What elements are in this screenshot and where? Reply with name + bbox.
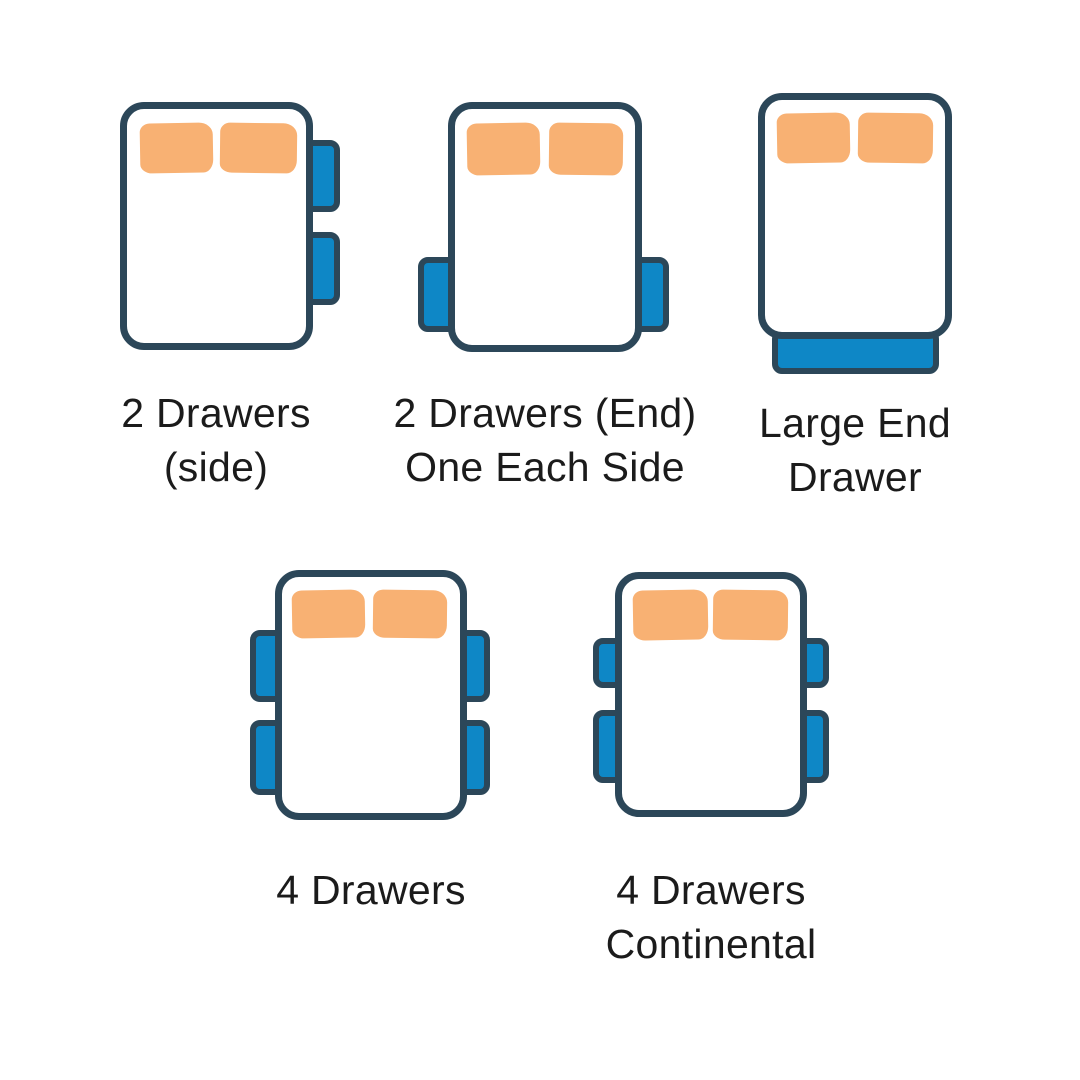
bed-icon (758, 93, 952, 339)
bed-icon (615, 572, 807, 817)
pillow-icon (857, 112, 934, 164)
figure-4-drawers (250, 570, 490, 820)
caption-line: 2 Drawers (121, 390, 311, 436)
pillow-icon (372, 589, 448, 639)
pillow-icon (466, 122, 541, 176)
figure-caption: 4 Drawers Continental (561, 863, 861, 971)
pillow-icon (632, 589, 709, 641)
figure-caption: 2 Drawers (side) (66, 386, 366, 494)
pillow-icon (712, 589, 789, 641)
bed-icon (120, 102, 313, 350)
caption-line: Continental (605, 921, 817, 967)
figure-caption: Large End Drawer (705, 396, 1005, 504)
pillow-icon (219, 122, 298, 174)
pillow-icon (291, 589, 366, 639)
pillow-icon (548, 122, 624, 176)
pillow-icon (776, 112, 851, 164)
figure-2-drawers-side (120, 102, 360, 350)
figure-caption: 2 Drawers (End) One Each Side (360, 386, 730, 494)
caption-line: One Each Side (405, 444, 685, 490)
caption-line: 4 Drawers (276, 867, 466, 913)
caption-line: 4 Drawers (616, 867, 806, 913)
figure-caption: 4 Drawers (221, 863, 521, 917)
caption-line: 2 Drawers (End) (393, 390, 697, 436)
caption-line: (side) (163, 444, 269, 490)
pillow-icon (139, 122, 214, 174)
figure-2-drawers-end-one-each-side (418, 102, 669, 352)
caption-line: Large End (759, 400, 951, 446)
figure-large-end-drawer (758, 93, 952, 383)
caption-line: Drawer (788, 454, 922, 500)
bed-icon (448, 102, 642, 352)
figure-4-drawers-continental (593, 572, 829, 817)
bed-icon (275, 570, 467, 820)
